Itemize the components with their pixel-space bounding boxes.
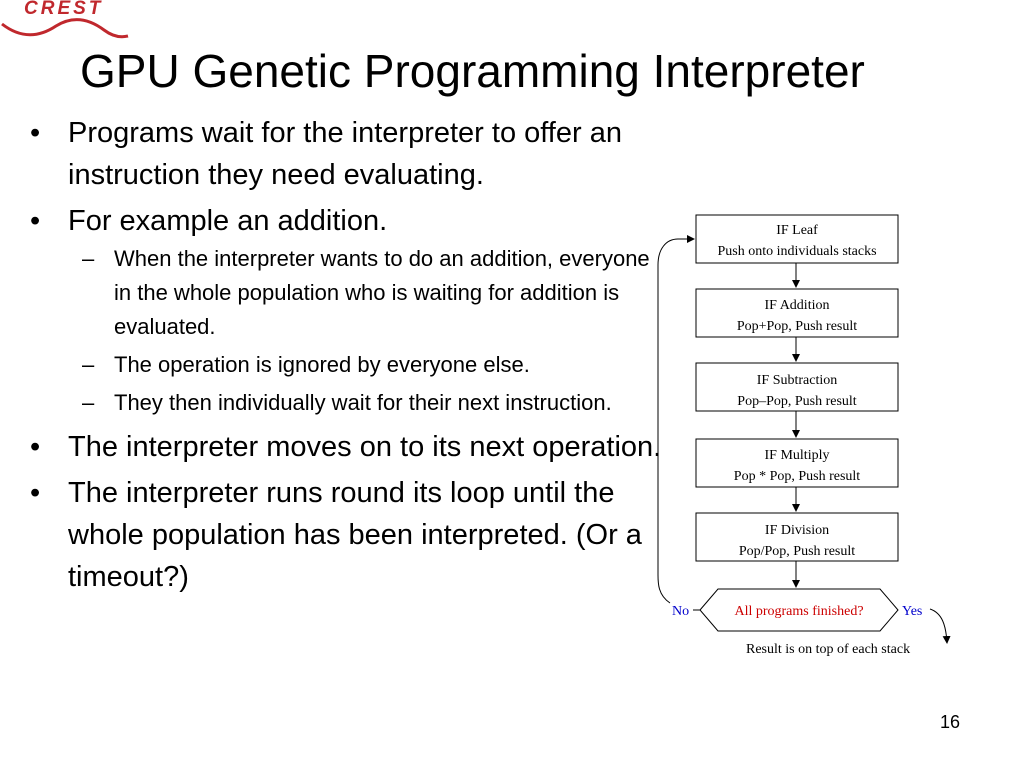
crest-swoosh-icon [1,18,129,39]
bullet-text: For example an addition. [68,205,388,237]
loop-back-arrow [657,235,695,604]
flow-box-action: Pop/Pop, Push result [739,544,855,559]
flow-box-multiply: IF Multiply Pop * Pop, Push result [695,438,899,488]
sub-bullet-item: When the interpreter wants to do an addi… [68,242,664,344]
bullet-item: The interpreter runs round its loop unti… [24,472,664,598]
flow-box-action: Pop * Pop, Push result [734,469,861,484]
flow-box-title: IF Subtraction [757,373,838,388]
flow-box-title: IF Multiply [765,448,830,463]
result-text: Result is on top of each stack [746,642,910,657]
bullet-item: The interpreter moves on to its next ope… [24,426,664,468]
bullet-text: Programs wait for the interpreter to off… [68,117,622,191]
flow-box-leaf: IF Leaf Push onto individuals stacks [695,214,899,264]
flowchart: IF Leaf Push onto individuals stacks IF … [657,214,951,657]
flow-box-division: IF Division Pop/Pop, Push result [695,512,899,562]
bullet-text: The interpreter runs round its loop unti… [68,477,642,593]
bullet-text: The interpreter moves on to its next ope… [68,431,662,463]
bullet-item: For example an addition. When the interp… [24,200,664,420]
flow-box-subtraction: IF Subtraction Pop–Pop, Push result [695,362,899,412]
flow-box-title: IF Addition [765,298,830,313]
flow-box-action: Pop–Pop, Push result [737,394,857,409]
flow-box-title: IF Leaf [776,223,818,238]
bullet-item: Programs wait for the interpreter to off… [24,112,664,196]
sub-bullet-item: They then individually wait for their ne… [68,386,664,420]
yes-label: Yes [902,604,922,619]
flow-box-addition: IF Addition Pop+Pop, Push result [695,288,899,338]
flow-box-action: Pop+Pop, Push result [737,319,857,334]
flow-decision: All programs finished? [699,588,899,632]
yes-branch-arrow [929,608,951,644]
flow-box-action: Push onto individuals stacks [717,244,876,259]
no-label: No [672,604,689,619]
bullet-list: Programs wait for the interpreter to off… [24,112,664,602]
slide-title: GPU Genetic Programming Interpreter [80,45,865,97]
sub-bullet-list: When the interpreter wants to do an addi… [68,242,664,420]
crest-logo-text: CREST [24,0,104,19]
page-number: 16 [940,712,961,732]
flow-box-title: IF Division [765,523,829,538]
crest-logo: CREST [0,0,130,42]
sub-bullet-item: The operation is ignored by everyone els… [68,348,664,382]
decision-text: All programs finished? [734,604,863,619]
